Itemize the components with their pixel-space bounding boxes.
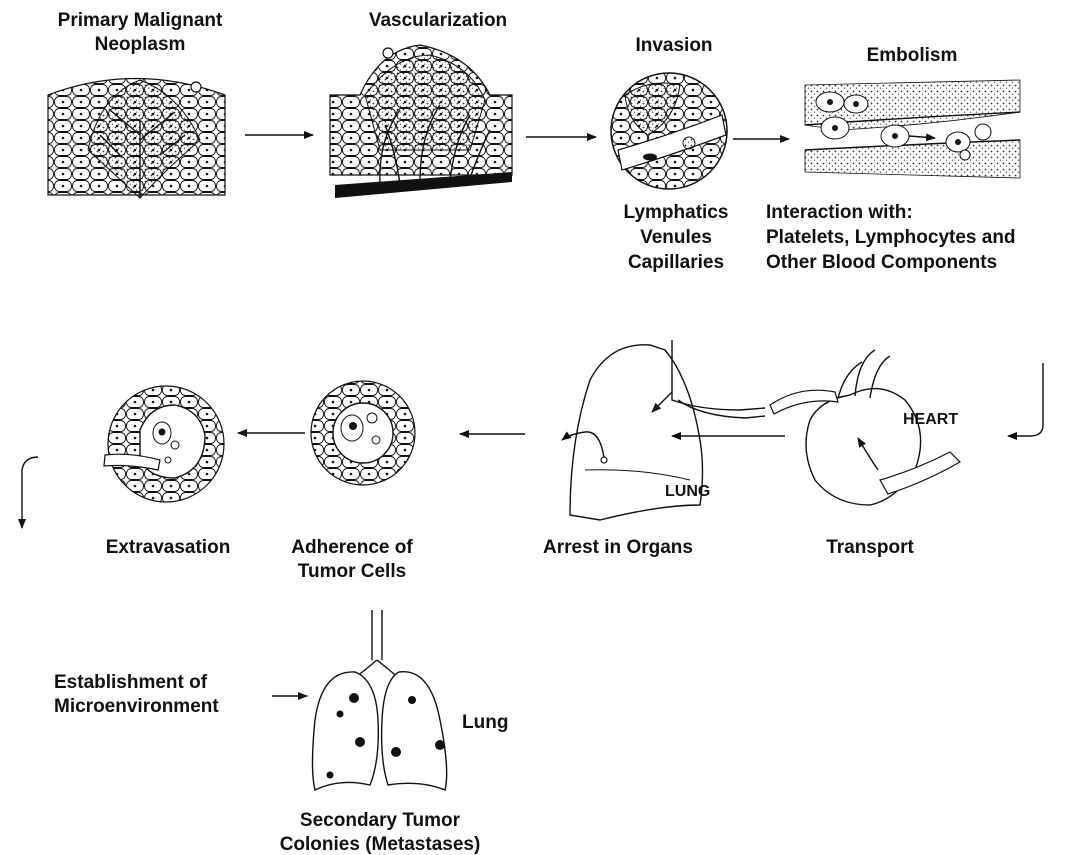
secondary-label-line1: Secondary Tumor bbox=[300, 810, 461, 831]
arrow-embolism-to-transport bbox=[1008, 363, 1043, 436]
adherence-stage: Adherence of Tumor Cells bbox=[291, 381, 415, 582]
transport-stage: HEART Transport bbox=[770, 350, 960, 558]
extravasation-label: Extravasation bbox=[106, 537, 231, 558]
primary-label-line1: Primary Malignant bbox=[58, 10, 223, 31]
embolism-sub-interaction: Interaction with: bbox=[766, 202, 913, 223]
embolism-illustration bbox=[805, 80, 1020, 178]
arrest-stage: LUNG Arrest in Organs bbox=[543, 340, 765, 558]
adherence-label-line1: Adherence of bbox=[291, 537, 413, 558]
secondary-stage: Lung Secondary Tumor Colonies (Metastase… bbox=[280, 610, 509, 855]
lung-organ-label: LUNG bbox=[665, 483, 710, 500]
invasion-sub-capillaries: Capillaries bbox=[628, 252, 724, 273]
invasion-sub-venules: Venules bbox=[640, 227, 712, 248]
extravasation-illustration bbox=[104, 386, 224, 502]
arrest-label: Arrest in Organs bbox=[543, 537, 693, 558]
secondary-lungs-illustration bbox=[313, 610, 447, 790]
invasion-label: Invasion bbox=[635, 35, 712, 56]
embolism-sub-platelets: Platelets, Lymphocytes and bbox=[766, 227, 1016, 248]
vascularization-label: Vascularization bbox=[369, 10, 507, 31]
secondary-lung-label: Lung bbox=[462, 712, 508, 733]
microenvironment-label-line2: Microenvironment bbox=[54, 696, 219, 717]
vascularization-stage: Vascularization bbox=[330, 10, 512, 198]
embolism-stage: Embolism Interaction with: Plate bbox=[766, 45, 1020, 273]
invasion-illustration bbox=[611, 73, 727, 189]
transport-label: Transport bbox=[826, 537, 914, 558]
primary-neoplasm-stage: Primary Malignant Neoplasm bbox=[48, 10, 225, 198]
adherence-illustration bbox=[311, 381, 415, 485]
arrow-extravasation-to-establishment bbox=[22, 457, 38, 528]
heart-label: HEART bbox=[903, 411, 958, 428]
invasion-sub-lymphatics: Lymphatics bbox=[624, 202, 729, 223]
vascularization-illustration bbox=[330, 45, 512, 198]
extravasation-stage: Extravasation bbox=[104, 386, 230, 558]
primary-neoplasm-illustration bbox=[48, 79, 225, 199]
invasion-stage: Invasion Lymphatics Venules Capillaries bbox=[611, 35, 728, 273]
adherence-label-line2: Tumor Cells bbox=[298, 561, 406, 582]
embolism-label: Embolism bbox=[867, 45, 958, 66]
establishment-stage: Establishment of Microenvironment bbox=[54, 672, 307, 717]
microenvironment-label-line1: Establishment of bbox=[54, 672, 208, 693]
primary-label-line2: Neoplasm bbox=[95, 34, 186, 55]
lung-illustration bbox=[562, 340, 765, 520]
secondary-label-line2: Colonies (Metastases) bbox=[280, 834, 481, 855]
embolism-sub-blood-components: Other Blood Components bbox=[766, 252, 997, 273]
